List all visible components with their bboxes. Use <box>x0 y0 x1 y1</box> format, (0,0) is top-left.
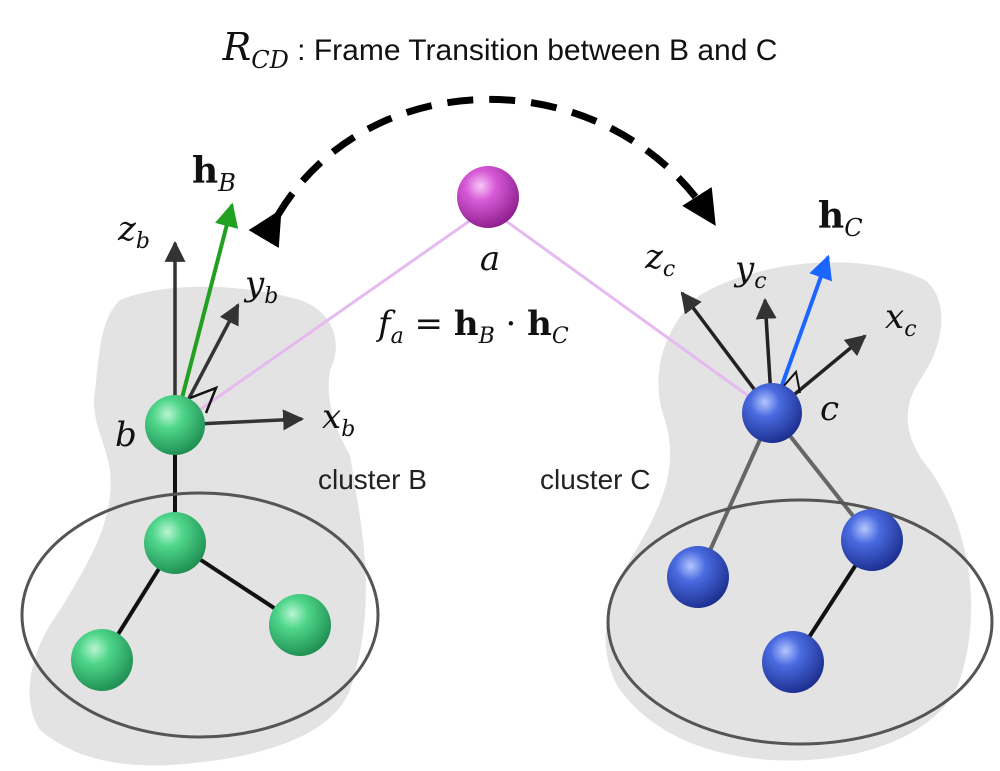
axis-y-b-label: yb <box>243 264 278 309</box>
axis-x-b-label: xb <box>322 397 355 442</box>
node-b-child-3 <box>269 594 331 656</box>
axis-z-c-label: zc <box>644 237 675 282</box>
dot-product-formula: fa = hB · hC <box>375 304 569 349</box>
vector-h-b-label: hB <box>192 150 236 197</box>
vector-h-b <box>173 202 239 426</box>
figure-title: RCD : Frame Transition between B and C <box>222 25 778 74</box>
link-a-to-b <box>177 206 489 427</box>
node-b-child-1 <box>144 512 206 574</box>
title-symbol-subscript: CD <box>251 46 289 74</box>
node-b <box>145 395 205 455</box>
frame-transition-arc <box>248 95 716 249</box>
node-c-child-1 <box>667 546 729 608</box>
cluster-c-label: cluster C <box>540 464 650 495</box>
link-a-to-c <box>487 206 773 415</box>
cluster-b-ellipse <box>20 491 380 739</box>
axis-x-c-label: xc <box>885 297 917 342</box>
axis-z-b-label: zb <box>117 209 150 254</box>
node-b-label: b <box>115 415 137 455</box>
title-symbol: R <box>222 25 252 69</box>
node-c-child-2 <box>841 509 903 571</box>
right-angle-mark-c <box>781 369 801 394</box>
node-c-child-3 <box>762 631 824 693</box>
right-angle-mark-b <box>189 385 219 414</box>
manifold-surface-c <box>605 262 972 761</box>
node-b-child-2 <box>71 629 133 691</box>
title-text: : Frame Transition between B and C <box>289 34 778 67</box>
axis-y-c-label: yc <box>733 249 767 294</box>
node-c <box>742 383 802 443</box>
node-a <box>457 166 519 228</box>
cluster-c-ellipse <box>606 498 994 746</box>
node-a-label: a <box>480 239 500 279</box>
cluster-b-label: cluster B <box>318 464 427 495</box>
vector-h-c-label: hC <box>818 195 863 242</box>
node-c-label: c <box>820 389 839 429</box>
